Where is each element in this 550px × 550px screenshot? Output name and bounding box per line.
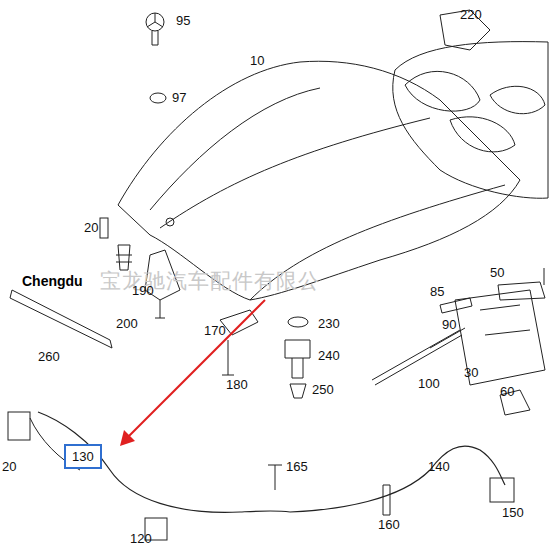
arrow-head xyxy=(120,430,135,446)
seal-strip xyxy=(10,290,112,348)
release-cable xyxy=(290,446,505,512)
release-cable xyxy=(38,412,290,512)
callout-number: 220 xyxy=(460,8,482,21)
callout-number: 130 xyxy=(72,450,94,463)
callout-number: 20 xyxy=(84,221,98,234)
adjuster xyxy=(116,245,132,270)
callout-number: 180 xyxy=(226,378,248,391)
release-handle xyxy=(8,412,30,440)
pin xyxy=(544,268,545,285)
callout-number: 120 xyxy=(130,532,152,545)
callout-number: 50 xyxy=(490,266,504,279)
emblem-stem xyxy=(147,13,163,45)
callout-number: 140 xyxy=(428,460,450,473)
callout-number: 150 xyxy=(502,506,524,519)
hood-latch xyxy=(455,290,545,385)
callout-number: 97 xyxy=(172,91,186,104)
callout-number: 230 xyxy=(318,317,340,330)
callout-number: 90 xyxy=(442,318,456,331)
callout-number: 190 xyxy=(132,284,154,297)
clip xyxy=(268,465,282,490)
insulation-pad xyxy=(393,42,548,199)
pad-bulge xyxy=(405,71,545,152)
callout-number: 30 xyxy=(464,366,478,379)
nut xyxy=(290,384,306,398)
buffer-stop xyxy=(285,340,310,378)
callout-box: 130 xyxy=(64,444,102,469)
brand-text: Chengdu xyxy=(22,274,83,288)
grommet xyxy=(150,93,166,103)
callout-number: 260 xyxy=(38,350,60,363)
cable-clip xyxy=(383,485,390,515)
cable-latch-end xyxy=(490,478,514,502)
callout-number: 200 xyxy=(116,317,138,330)
callout-number: 240 xyxy=(318,349,340,362)
latch-plate xyxy=(498,282,545,300)
hood-hole xyxy=(166,218,174,226)
callout-number: 250 xyxy=(312,383,334,396)
rubber-buffer xyxy=(100,218,108,238)
lock-bracket xyxy=(220,310,258,375)
callout-number: 20 xyxy=(2,460,16,473)
pointer-arrow xyxy=(127,300,265,438)
callout-number: 100 xyxy=(418,377,440,390)
callout-number: 170 xyxy=(204,324,226,337)
callout-number: 160 xyxy=(378,518,400,531)
callout-number: 165 xyxy=(286,460,308,473)
callout-number: 95 xyxy=(176,14,190,27)
callout-number: 85 xyxy=(430,285,444,298)
latch-lever xyxy=(440,298,472,313)
callout-number: 60 xyxy=(500,385,514,398)
callout-number: 10 xyxy=(250,54,264,67)
cap xyxy=(288,317,308,327)
